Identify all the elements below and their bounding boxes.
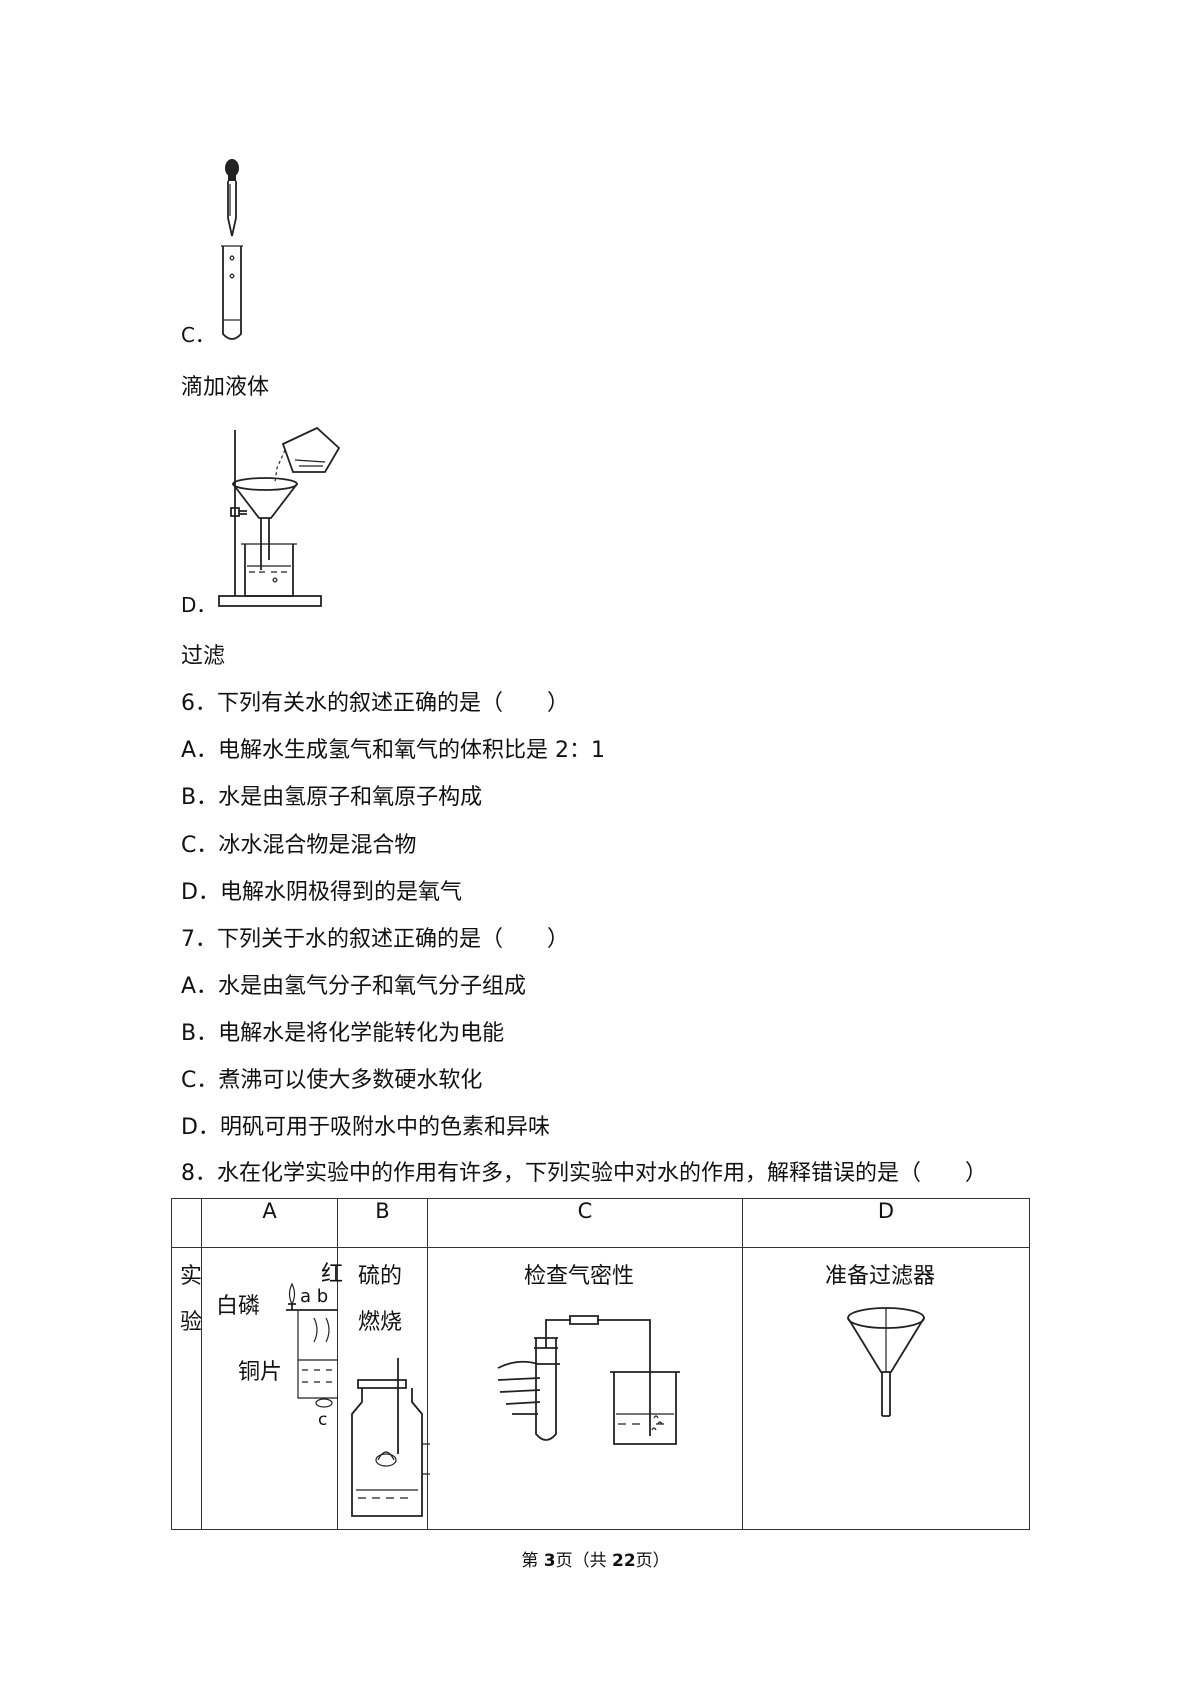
header-cell-blank xyxy=(171,1198,202,1248)
funnel-filter-figure xyxy=(847,1307,925,1417)
cell-b-line1: 硫的 xyxy=(358,1264,403,1289)
q5-option-d-label: D． xyxy=(181,593,217,617)
q7-stem: 7．下列关于水的叙述正确的是（ ） xyxy=(181,927,569,952)
q8-stem: 8．水在化学实验中的作用有许多，下列实验中对水的作用，解释错误的是（ ） xyxy=(181,1161,987,1186)
dropper-testtube-figure xyxy=(221,159,243,340)
row-label-cell: 实 验 xyxy=(171,1247,203,1530)
q5-option-d-caption: 过滤 xyxy=(181,644,226,669)
cell-d-caption: 准备过滤器 xyxy=(825,1264,936,1289)
cell-a-phosphorus: 红 白磷 a b 铜片 c xyxy=(201,1247,343,1530)
label-ab: a b xyxy=(300,1286,329,1307)
q6-stem: 6．下列有关水的叙述正确的是（ ） xyxy=(181,691,569,716)
phosphorus-combustion-figure xyxy=(286,1282,338,1408)
cell-b-sulfur: 硫的 燃烧 xyxy=(337,1247,430,1530)
footer-total-pages: 22 xyxy=(611,1551,636,1571)
page-footer: 第 3页（共 22页） xyxy=(0,1546,1191,1571)
label-tongpian: 铜片 xyxy=(238,1360,283,1385)
q6-option-c: C．冰水混合物是混合物 xyxy=(181,833,417,858)
row-label-1: 实 xyxy=(180,1264,203,1289)
footer-prefix: 第 xyxy=(521,1551,544,1571)
q5-option-c-caption: 滴加液体 xyxy=(181,375,270,400)
q6-option-a: A．电解水生成氢气和氧气的体积比是 2：1 xyxy=(181,738,606,763)
q6-option-d: D．电解水阴极得到的是氧气 xyxy=(181,880,462,905)
cell-c-caption: 检查气密性 xyxy=(524,1264,635,1289)
cell-d-filter-prep: 准备过滤器 xyxy=(742,1247,1030,1530)
header-cell-c: C xyxy=(427,1198,743,1248)
label-bailin: 白磷 xyxy=(216,1294,261,1319)
cell-c-airtightness: 检查气密性 xyxy=(427,1247,743,1530)
header-cell-a: A xyxy=(201,1198,338,1248)
q7-option-d: D．明矾可用于吸附水中的色素和异味 xyxy=(181,1115,550,1140)
footer-middle: 页（共 xyxy=(555,1551,612,1571)
header-cell-d: D xyxy=(742,1198,1030,1248)
cell-b-line2: 燃烧 xyxy=(358,1310,403,1335)
header-cell-b: B xyxy=(337,1198,428,1248)
q7-option-a: A．水是由氢气分子和氧气分子组成 xyxy=(181,974,527,999)
footer-page-number: 3 xyxy=(543,1551,556,1571)
sulfur-combustion-jar-figure xyxy=(351,1358,430,1517)
q7-option-b: B．电解水是将化学能转化为电能 xyxy=(181,1021,505,1046)
q5-option-c-label: C． xyxy=(181,323,215,347)
filtration-apparatus-figure xyxy=(218,426,341,607)
q7-option-c: C．煮沸可以使大多数硬水软化 xyxy=(181,1068,483,1093)
label-c: c xyxy=(318,1410,328,1430)
q8-table: A B C D 实 验 红 白磷 a b 铜片 c 硫的 xyxy=(171,1198,1030,1530)
footer-suffix: 页） xyxy=(635,1551,670,1571)
airtightness-check-figure xyxy=(497,1315,680,1445)
q6-option-b: B．水是由氢原子和氧原子构成 xyxy=(181,785,483,810)
row-label-2: 验 xyxy=(180,1310,203,1335)
